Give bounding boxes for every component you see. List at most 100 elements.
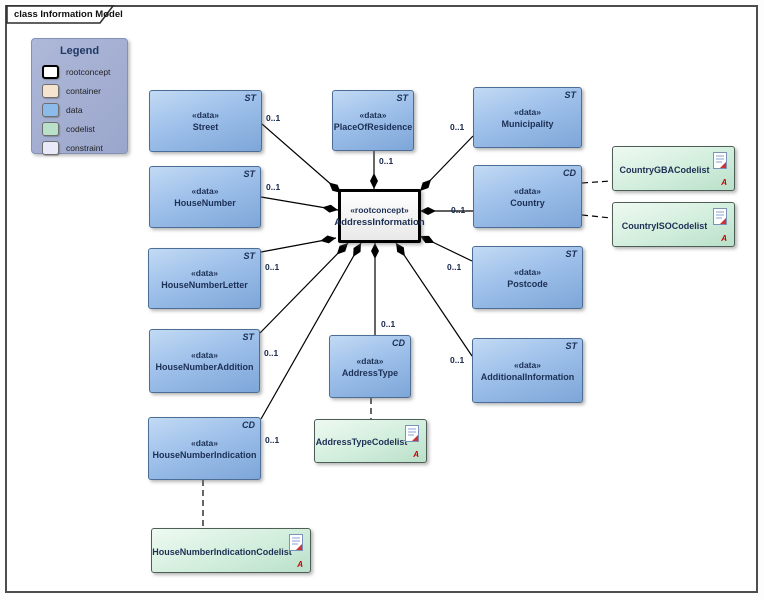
class-node-addresstype[interactable]: CD «data» AddressType — [329, 335, 411, 398]
annotation-a: A — [413, 450, 419, 459]
annotation-a: A — [721, 234, 727, 243]
type-tag: CD — [392, 338, 405, 348]
stereotype-label: «rootconcept» — [350, 204, 409, 215]
multiplicity-label: 0..1 — [265, 435, 280, 445]
link-postcode — [419, 235, 473, 262]
legend-label: codelist — [66, 123, 95, 134]
stereotype-label: «data» — [191, 350, 218, 360]
stereotype-label: «data» — [514, 185, 541, 196]
frame-title: class Information Model — [14, 9, 123, 20]
class-name: PlaceOfResidence — [333, 121, 413, 132]
type-tag: ST — [396, 93, 408, 103]
class-name: Street — [192, 122, 219, 132]
multiplicity-label: 0..1 — [381, 319, 396, 329]
stereotype-label: «data» — [356, 355, 384, 366]
codelist-node-addresstypecodelist[interactable]: AddressTypeCodelist A — [314, 419, 427, 463]
stereotype-label: «data» — [191, 437, 218, 448]
type-tag: ST — [243, 251, 255, 261]
type-tag: ST — [244, 93, 256, 103]
link-additionalinformation — [395, 242, 473, 357]
type-tag: CD — [242, 420, 255, 430]
root-node-addressinformation[interactable]: «rootconcept» AddressInformation — [334, 189, 425, 243]
legend-item-container: container — [32, 81, 127, 100]
legend-label: rootconcept — [66, 66, 111, 77]
legend-title: Legend — [59, 45, 100, 57]
type-tag: ST — [242, 332, 254, 342]
codelist-node-countrygbacodelist[interactable]: CountryGBACodelist A — [612, 146, 735, 191]
type-tag: ST — [243, 169, 255, 179]
frame-title-tab — [6, 5, 115, 24]
link-housenumberaddition — [259, 242, 349, 334]
link-street — [261, 123, 342, 194]
link-housenumberindication — [260, 242, 362, 420]
codelist-name: CountryISOCodelist — [621, 220, 708, 231]
class-node-additionalinformation[interactable]: ST «data» AdditionalInformation — [472, 338, 583, 403]
legend-item-constraint: constraint — [32, 138, 127, 157]
rootconcept-swatch — [42, 64, 59, 79]
multiplicity-label: 0..1 — [265, 262, 280, 272]
class-name: HouseNumber — [174, 198, 236, 208]
stereotype-label: «data» — [514, 266, 541, 277]
class-node-housenumberletter[interactable]: ST «data» HouseNumberLetter — [148, 248, 261, 309]
annotation-a: A — [297, 560, 303, 569]
class-node-housenumberaddition[interactable]: ST «data» HouseNumberAddition — [149, 329, 260, 393]
type-tag: ST — [565, 249, 577, 259]
codelist-name: CountryGBACodelist — [619, 164, 710, 175]
legend-item-rootconcept: rootconcept — [32, 62, 127, 81]
legend[interactable]: Legend rootconcept container data codeli… — [31, 38, 128, 157]
legend-label: container — [66, 85, 101, 96]
class-node-placeofresidence[interactable]: ST «data» PlaceOfResidence — [332, 90, 414, 151]
multiplicity-label: 0..1 — [450, 355, 465, 365]
class-node-housenumber[interactable]: ST «data» HouseNumber — [149, 166, 261, 228]
document-icon — [405, 425, 419, 442]
class-node-country[interactable]: CD «data» Country — [473, 165, 582, 228]
stereotype-label: «data» — [514, 359, 541, 370]
link-housenumber — [260, 196, 339, 213]
container-swatch — [42, 83, 59, 98]
multiplicity-label: 0..1 — [450, 122, 465, 132]
codelist-node-countryisocodelist[interactable]: CountryISOCodelist A — [612, 202, 735, 247]
type-tag: ST — [565, 341, 577, 351]
stereotype-label: «data» — [192, 110, 219, 120]
multiplicity-label: 0..1 — [266, 113, 281, 123]
class-name: Country — [510, 197, 545, 208]
codelist-node-housenumberindicationcodelist[interactable]: HouseNumberIndicationCodelist A — [151, 528, 311, 573]
legend-item-data: data — [32, 100, 127, 119]
link-country-gbacodelist — [581, 180, 612, 184]
class-node-street[interactable]: ST «data» Street — [149, 90, 262, 152]
codelist-swatch — [42, 121, 59, 136]
stereotype-label: «data» — [191, 186, 219, 196]
class-name: AddressInformation — [334, 216, 425, 228]
legend-label: constraint — [66, 142, 103, 153]
class-name: AdditionalInformation — [480, 371, 575, 382]
class-name: Postcode — [507, 278, 548, 289]
class-name: HouseNumberLetter — [161, 279, 248, 290]
class-node-postcode[interactable]: ST «data» Postcode — [472, 246, 583, 309]
link-municipality — [419, 135, 474, 192]
class-name: HouseNumberIndication — [152, 449, 257, 460]
type-tag: CD — [563, 168, 576, 178]
legend-label: data — [66, 104, 83, 115]
data-swatch — [42, 102, 59, 117]
class-name: Municipality — [501, 118, 554, 129]
multiplicity-label: 0..1 — [266, 182, 281, 192]
stereotype-label: «data» — [359, 109, 387, 120]
type-tag: ST — [564, 90, 576, 100]
multiplicity-label: 0..1 — [451, 205, 466, 215]
link-housenumberletter — [260, 235, 337, 253]
codelist-name: HouseNumberIndicationCodelist — [152, 546, 292, 557]
multiplicity-label: 0..1 — [379, 156, 394, 166]
class-node-municipality[interactable]: ST «data» Municipality — [473, 87, 582, 148]
class-name: AddressType — [341, 367, 399, 378]
legend-item-codelist: codelist — [32, 119, 127, 138]
stereotype-label: «data» — [191, 267, 218, 278]
document-icon — [713, 152, 727, 169]
document-icon — [289, 534, 303, 551]
document-icon — [713, 208, 727, 225]
multiplicity-label: 0..1 — [447, 262, 462, 272]
class-node-housenumberindication[interactable]: CD «data» HouseNumberIndication — [148, 417, 261, 480]
codelist-name: AddressTypeCodelist — [315, 437, 408, 447]
link-country-isocodelist — [581, 214, 612, 219]
class-name: HouseNumberAddition — [155, 362, 254, 372]
